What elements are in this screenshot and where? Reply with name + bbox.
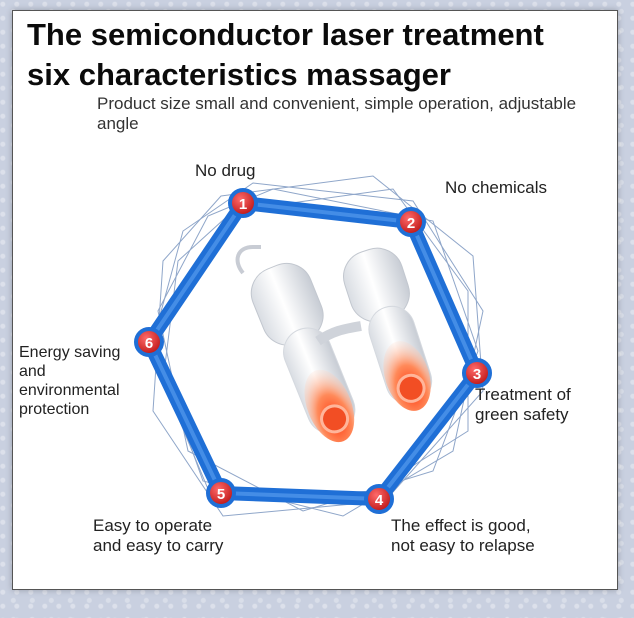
feature-label-6-line-3: environmental xyxy=(19,382,120,399)
feature-label-4-line-1: The effect is good, xyxy=(391,516,531,535)
feature-label-6-line-4: protection xyxy=(19,401,90,418)
feature-marker-3: 3 xyxy=(462,358,492,388)
feature-number-2: 2 xyxy=(407,215,415,232)
title-line-1: The semiconductor laser treatment xyxy=(27,17,544,52)
feature-label-4-line-2: not easy to relapse xyxy=(391,536,535,555)
feature-number-6: 6 xyxy=(145,335,153,352)
feature-label-6-line-1: Energy saving xyxy=(19,344,121,361)
feature-marker-2: 2 xyxy=(396,207,426,237)
feature-label-6-line-2: and xyxy=(19,363,46,380)
feature-marker-5: 5 xyxy=(206,478,236,508)
subtitle: Product size small and convenient, simpl… xyxy=(97,94,577,133)
feature-label-2: No chemicals xyxy=(445,178,547,198)
product-card: The semiconductor laser treatment six ch… xyxy=(12,10,618,590)
feature-number-5: 5 xyxy=(217,486,225,503)
feature-number-4: 4 xyxy=(375,492,384,509)
feature-label-6: Energy saving and environmental protecti… xyxy=(19,343,120,419)
feature-number-1: 1 xyxy=(239,196,247,213)
feature-marker-1: 1 xyxy=(228,188,258,218)
feature-label-1: No drug xyxy=(195,161,255,181)
feature-label-4: The effect is good, not easy to relapse xyxy=(391,516,535,556)
laser-massager-image xyxy=(235,245,433,443)
feature-marker-4: 4 xyxy=(364,484,394,514)
feature-label-1-line-1: No drug xyxy=(195,161,256,180)
feature-label-2-line-1: No chemicals xyxy=(445,178,548,197)
feature-label-3: Treatment of green safety xyxy=(475,385,571,425)
feature-label-5: Easy to operate and easy to carry xyxy=(93,516,223,556)
title-line-2: six characteristics massager xyxy=(27,57,451,92)
feature-marker-6: 6 xyxy=(134,327,164,357)
features-diagram: 1 2 3 4 5 6 xyxy=(134,175,492,517)
feature-label-5-line-2: and easy to carry xyxy=(93,536,224,555)
feature-label-3-line-1: Treatment of xyxy=(475,385,571,404)
feature-label-5-line-1: Easy to operate xyxy=(93,516,213,535)
feature-number-3: 3 xyxy=(473,366,481,383)
feature-label-3-line-2: green safety xyxy=(475,405,569,424)
